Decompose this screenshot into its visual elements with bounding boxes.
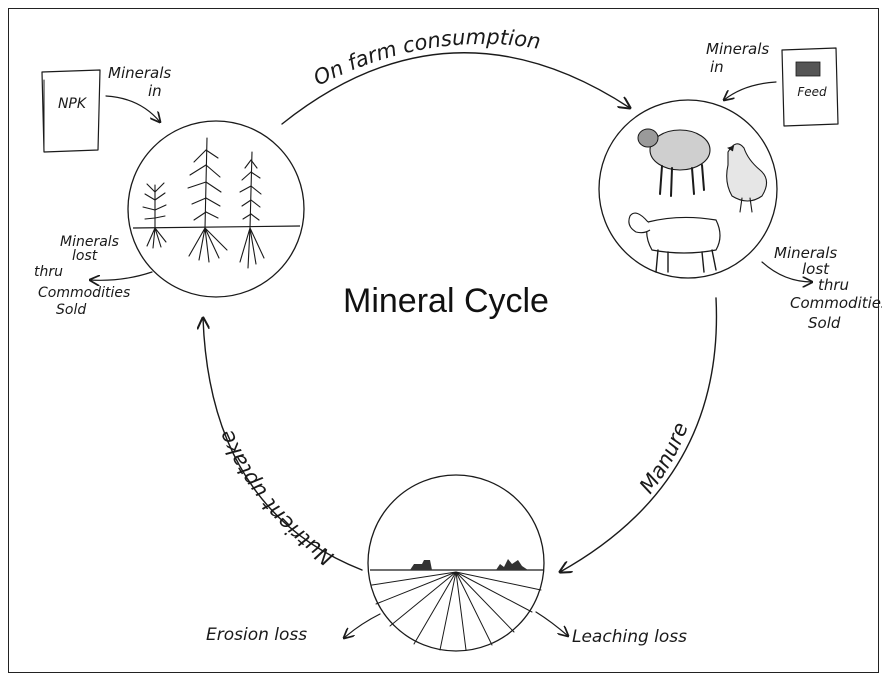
- livestock-node: [599, 100, 777, 278]
- feed-bag-label: Feed: [797, 85, 827, 99]
- diagram-title: Mineral Cycle: [343, 282, 549, 320]
- npk-label: NPK: [58, 96, 88, 112]
- crops-node: [128, 121, 304, 297]
- crops-minerals-lost-arrow: [90, 272, 152, 280]
- manure-arrow: [560, 298, 716, 572]
- crops-minerals-in-label: Minerals in: [108, 64, 176, 100]
- soil-node: [368, 475, 544, 651]
- crops-minerals-lost-label: Minerals lost thru Commodities Sold: [34, 234, 135, 318]
- feed-bag: Feed: [782, 48, 838, 126]
- on-farm-consumption-label: On farm consumption: [310, 25, 543, 91]
- leaching-loss-arrow: [536, 612, 568, 636]
- livestock-minerals-in-arrow: [724, 82, 776, 100]
- erosion-loss-label: Erosion loss: [206, 625, 307, 645]
- feed-bag-flag-icon: [796, 62, 820, 76]
- nutrient-uptake-label: Nutrient uptake: [214, 427, 338, 571]
- livestock-minerals-lost-label: Minerals lost thru Commodities Sold: [774, 244, 882, 332]
- erosion-loss-arrow: [344, 614, 380, 638]
- livestock-minerals-in-label: Minerals in: [706, 40, 774, 76]
- manure-label: Manure: [635, 419, 693, 498]
- leaching-loss-label: Leaching loss: [572, 627, 687, 647]
- crops-circle: [128, 121, 304, 297]
- npk-fertilizer-bag: NPK: [42, 70, 100, 152]
